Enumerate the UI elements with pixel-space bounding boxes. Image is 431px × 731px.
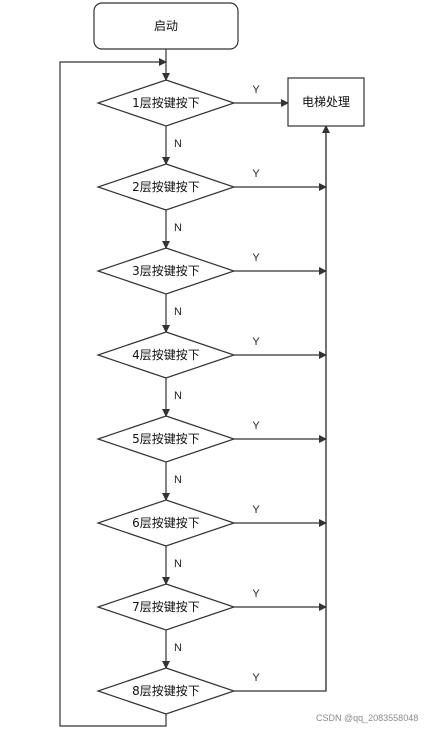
edge-loop-back	[59, 58, 167, 727]
yes-label-3: Y	[252, 252, 260, 264]
decision-node-3-label: 3层按键按下	[132, 264, 200, 278]
decision-node-7-label: 7层按键按下	[132, 600, 200, 614]
decision-node-2-label: 2层按键按下	[132, 180, 200, 194]
decision-node-1-label: 1层按键按下	[132, 96, 200, 110]
watermark-text: CSDN @qq_2083558048	[316, 713, 419, 723]
yes-label-4: Y	[252, 336, 260, 348]
decision-node-7	[96, 583, 236, 631]
decision-node-8	[96, 667, 236, 715]
start-node-label: 启动	[154, 19, 178, 33]
flow-edges	[59, 49, 330, 727]
decision-node-6-label: 6层按键按下	[132, 516, 200, 530]
no-label-6: N	[174, 558, 182, 570]
yes-label-6: Y	[252, 504, 260, 516]
no-label-5: N	[174, 474, 182, 486]
decision-node-1	[96, 79, 236, 127]
process-node	[287, 77, 365, 127]
yes-label-2: Y	[252, 168, 260, 180]
decision-node-8-label: 8层按键按下	[132, 684, 200, 698]
no-label-1: N	[174, 138, 182, 150]
yes-label-7: Y	[252, 588, 260, 600]
decision-node-5-label: 5层按键按下	[132, 432, 200, 446]
decision-node-4-label: 4层按键按下	[132, 348, 200, 362]
decision-node-5	[96, 415, 236, 463]
no-label-2: N	[174, 222, 182, 234]
decision-node-4	[96, 331, 236, 379]
no-label-4: N	[174, 390, 182, 402]
edge-labels: Y N Y N Y N Y N Y N Y N Y N Y	[174, 84, 260, 684]
yes-label-5: Y	[252, 420, 260, 432]
decision-node-6	[96, 499, 236, 547]
no-label-3: N	[174, 306, 182, 318]
no-label-7: N	[174, 642, 182, 654]
start-node	[93, 2, 239, 50]
process-node-label: 电梯处理	[302, 95, 350, 109]
decision-node-3	[96, 247, 236, 295]
yes-label-1: Y	[252, 84, 260, 96]
edge-yes-8	[234, 125, 330, 692]
decision-node-2	[96, 163, 236, 211]
yes-label-8: Y	[252, 672, 260, 684]
